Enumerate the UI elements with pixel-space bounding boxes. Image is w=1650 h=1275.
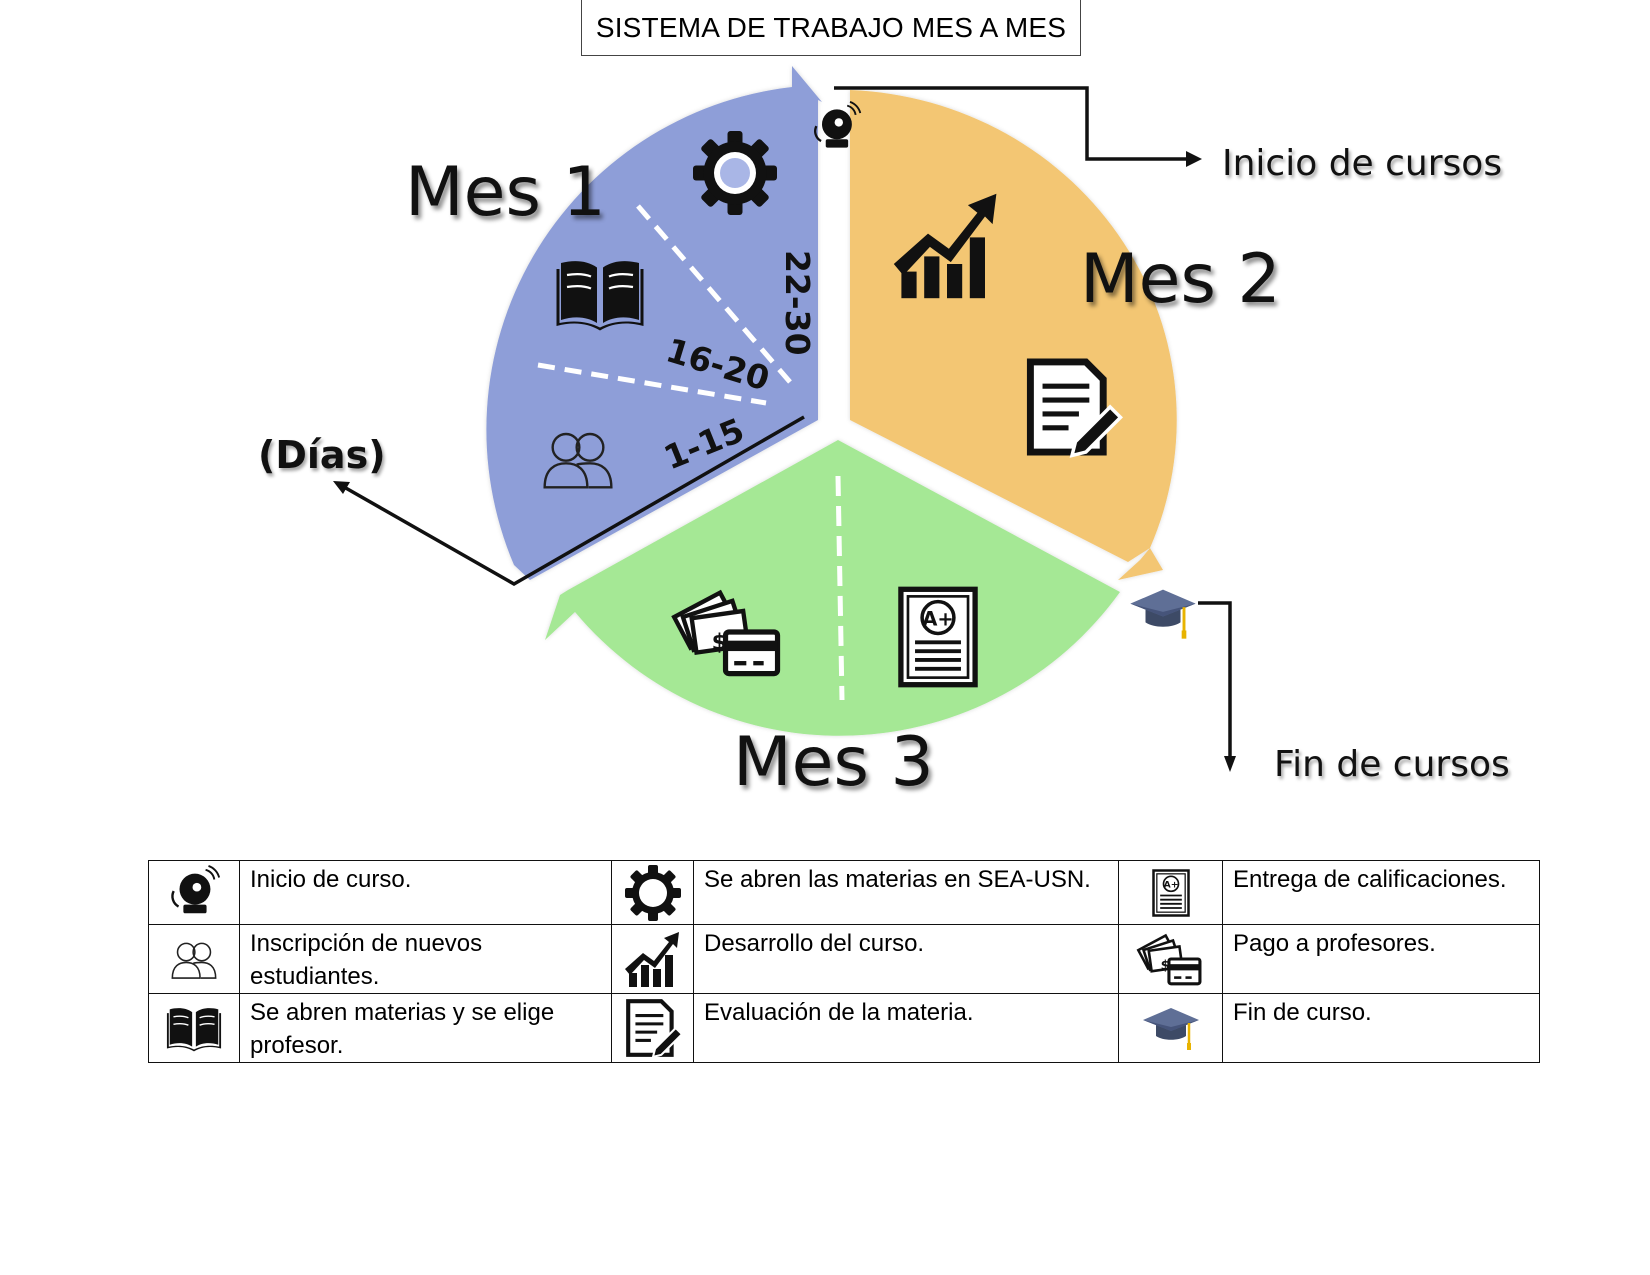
monthly-cycle-diagram: 1-15 16-20 22-30 Mes 1 Mes 2 Mes 3 Inici… [258,66,1510,802]
legend-text: Evaluación de la materia. [693,993,1119,1063]
month-2-label: Mes 2 [1080,240,1281,319]
grade-sheet-icon [901,589,975,684]
day-range-22-30: 22-30 [778,250,817,356]
legend-icon-cell [1118,993,1223,1063]
days-connector-arrowhead [333,481,350,494]
page-title: SISTEMA DE TRABAJO MES A MES [581,0,1081,56]
end-connector-arrowhead [1224,756,1236,772]
grade-sheet-icon [1151,868,1190,917]
growth-chart-icon [624,932,679,987]
start-connector-arrowhead [1186,151,1202,167]
month-2-sector [850,90,1177,580]
legend-icon-cell [1118,860,1223,925]
callout-start-courses: Inicio de cursos [1222,143,1502,184]
legend-text: Se abren materias y se elige profesor. [239,993,612,1063]
end-connector-line [1198,601,1232,760]
legend-icon-cell [611,924,694,994]
legend-icon-cell [148,993,240,1063]
gear-center [720,158,750,188]
graduation-cap-icon [1128,588,1198,641]
legend-icon-cell [148,924,240,994]
document-edit-icon [621,997,685,1059]
legend-row: Se abren materias y se elige profesor. E… [148,993,1540,1063]
graduation-cap-icon [1141,1006,1200,1052]
callout-end-courses: Fin de cursos [1274,744,1510,785]
legend-row: Inicio de curso. Se abren las materias e… [148,860,1540,925]
users-icon [171,942,217,980]
bell-icon [171,864,221,915]
legend-icon-cell [1118,924,1223,994]
legend-text: Se abren las materias en SEA-USN. [693,860,1119,925]
month-3-label: Mes 3 [733,723,934,802]
divider-16-20-to-22-30 [636,204,792,384]
days-connector-line [343,415,805,587]
book-icon [166,1007,222,1053]
divider-1-15-to-16-20 [537,362,767,406]
month-1-label: Mes 1 [405,153,606,232]
legend-icon-cell [611,993,694,1063]
legend-text: Desarrollo del curso. [693,924,1119,994]
start-connector-line [834,86,1190,161]
legend-row: Inscripción de nuevos estudiantes. Desar… [148,924,1540,994]
legend-text: Fin de curso. [1222,993,1540,1063]
payment-icon [1126,928,1216,990]
legend-icon-cell [611,860,694,925]
legend-text: Inicio de curso. [239,860,612,925]
days-axis-label: (Días) [258,433,386,477]
gear-icon [624,864,681,921]
legend-text: Pago a profesores. [1222,924,1540,994]
legend-icon-cell [148,860,240,925]
legend-text: Inscripción de nuevos estudiantes. [239,924,612,994]
divider-month-3 [835,475,845,701]
legend-table: Inicio de curso. Se abren las materias e… [148,860,1540,1063]
legend-text: Entrega de calificaciones. [1222,860,1540,925]
